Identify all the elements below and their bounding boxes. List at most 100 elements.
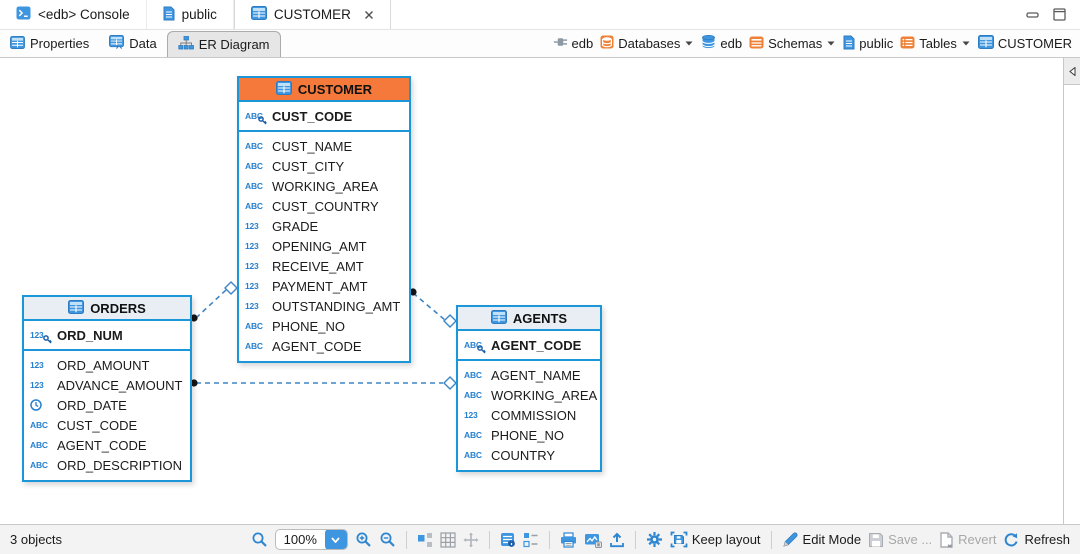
column-name: ORD_DATE (57, 397, 127, 413)
zoom-in-button[interactable] (355, 531, 372, 548)
export-diagram-button[interactable] (584, 532, 602, 548)
breadcrumb-schema[interactable]: public (841, 35, 895, 53)
maximize-icon[interactable] (1053, 8, 1066, 21)
separator (634, 530, 636, 549)
editor-tab-public[interactable]: public (147, 0, 234, 29)
text-type-icon: ABC (464, 390, 482, 400)
column-name: ADVANCE_AMOUNT (57, 377, 183, 393)
breadcrumb-databases[interactable]: Databases (598, 35, 696, 52)
num-type-icon: 123 (245, 261, 259, 271)
entity-header[interactable]: ORDERS (24, 297, 190, 321)
search-icon (252, 532, 267, 547)
search-button[interactable] (251, 531, 268, 548)
entity-column[interactable]: ORD_DATE (30, 395, 184, 415)
gear-icon (646, 532, 662, 547)
editor-tab-console[interactable]: <edb> Console (0, 0, 147, 29)
view-settings-button[interactable] (523, 532, 539, 548)
move-arrows-icon (463, 532, 479, 547)
column-name: ORD_DESCRIPTION (57, 457, 182, 473)
tab-er-diagram[interactable]: ER Diagram (166, 31, 281, 57)
diagram-notation-button[interactable] (500, 532, 516, 548)
text-type-icon: ABC (464, 370, 482, 380)
entity-column[interactable]: 123 RECEIVE_AMT (245, 256, 403, 276)
breadcrumb-tables[interactable]: Tables (898, 36, 973, 52)
diagram-settings-button[interactable] (646, 531, 663, 548)
minimize-icon[interactable] (1026, 9, 1039, 21)
tab-data[interactable]: Data (99, 30, 166, 57)
column-name: RECEIVE_AMT (272, 258, 364, 274)
revert-button[interactable]: Revert (939, 531, 996, 548)
save-button[interactable]: Save ... (868, 532, 932, 548)
edit-mode-button[interactable]: Edit Mode (782, 531, 861, 548)
close-icon[interactable] (364, 10, 374, 20)
primary-key-icon (43, 335, 52, 344)
breadcrumb-label: edb (720, 36, 743, 51)
databases-icon (600, 35, 614, 52)
palette-expand-button[interactable] (1064, 58, 1080, 85)
keep-layout-button[interactable]: Keep layout (670, 531, 761, 548)
chevron-down-icon[interactable] (827, 41, 835, 46)
chevron-down-icon[interactable] (324, 530, 347, 549)
breadcrumb-table[interactable]: CUSTOMER (976, 35, 1074, 52)
database-icon (701, 34, 716, 52)
chevron-down-icon[interactable] (685, 41, 693, 46)
document-icon (163, 6, 175, 24)
breadcrumb-database[interactable]: edb (699, 34, 744, 52)
console-icon (16, 6, 31, 23)
print-button[interactable] (560, 531, 577, 548)
num-type-icon: 123 (245, 241, 259, 251)
auto-layout-button[interactable] (417, 532, 433, 548)
entity-header[interactable]: CUSTOMER (239, 78, 409, 102)
breadcrumb-connection[interactable]: edb (551, 36, 596, 51)
breadcrumb-label: edb (571, 36, 594, 51)
column-name: WORKING_AREA (272, 178, 379, 194)
breadcrumb: edb Databases edb Schemas (551, 30, 1080, 57)
editor-toolbar: Properties Data ER Diagram edb Databases (0, 30, 1080, 58)
upload-button[interactable] (609, 532, 625, 548)
upload-icon (609, 532, 624, 547)
tab-properties[interactable]: Properties (0, 30, 99, 57)
toggle-grid-button[interactable] (440, 531, 456, 548)
refresh-button[interactable]: Refresh (1003, 532, 1070, 548)
num-type-icon: 123 (245, 281, 259, 291)
entity-title: CUSTOMER (297, 81, 373, 97)
zoom-level-select[interactable]: 100% (274, 529, 348, 550)
column-name: AGENT_CODE (57, 437, 147, 453)
chevron-down-icon[interactable] (962, 41, 970, 46)
editor-tab-customer[interactable]: CUSTOMER (233, 0, 391, 29)
table-icon (275, 80, 292, 98)
fit-window-button[interactable] (463, 532, 479, 548)
zoom-out-button[interactable] (379, 531, 396, 548)
column-name: ORD_AMOUNT (57, 357, 150, 373)
breadcrumb-schemas[interactable]: Schemas (747, 36, 838, 52)
entity-header[interactable]: AGENTS (458, 307, 600, 331)
